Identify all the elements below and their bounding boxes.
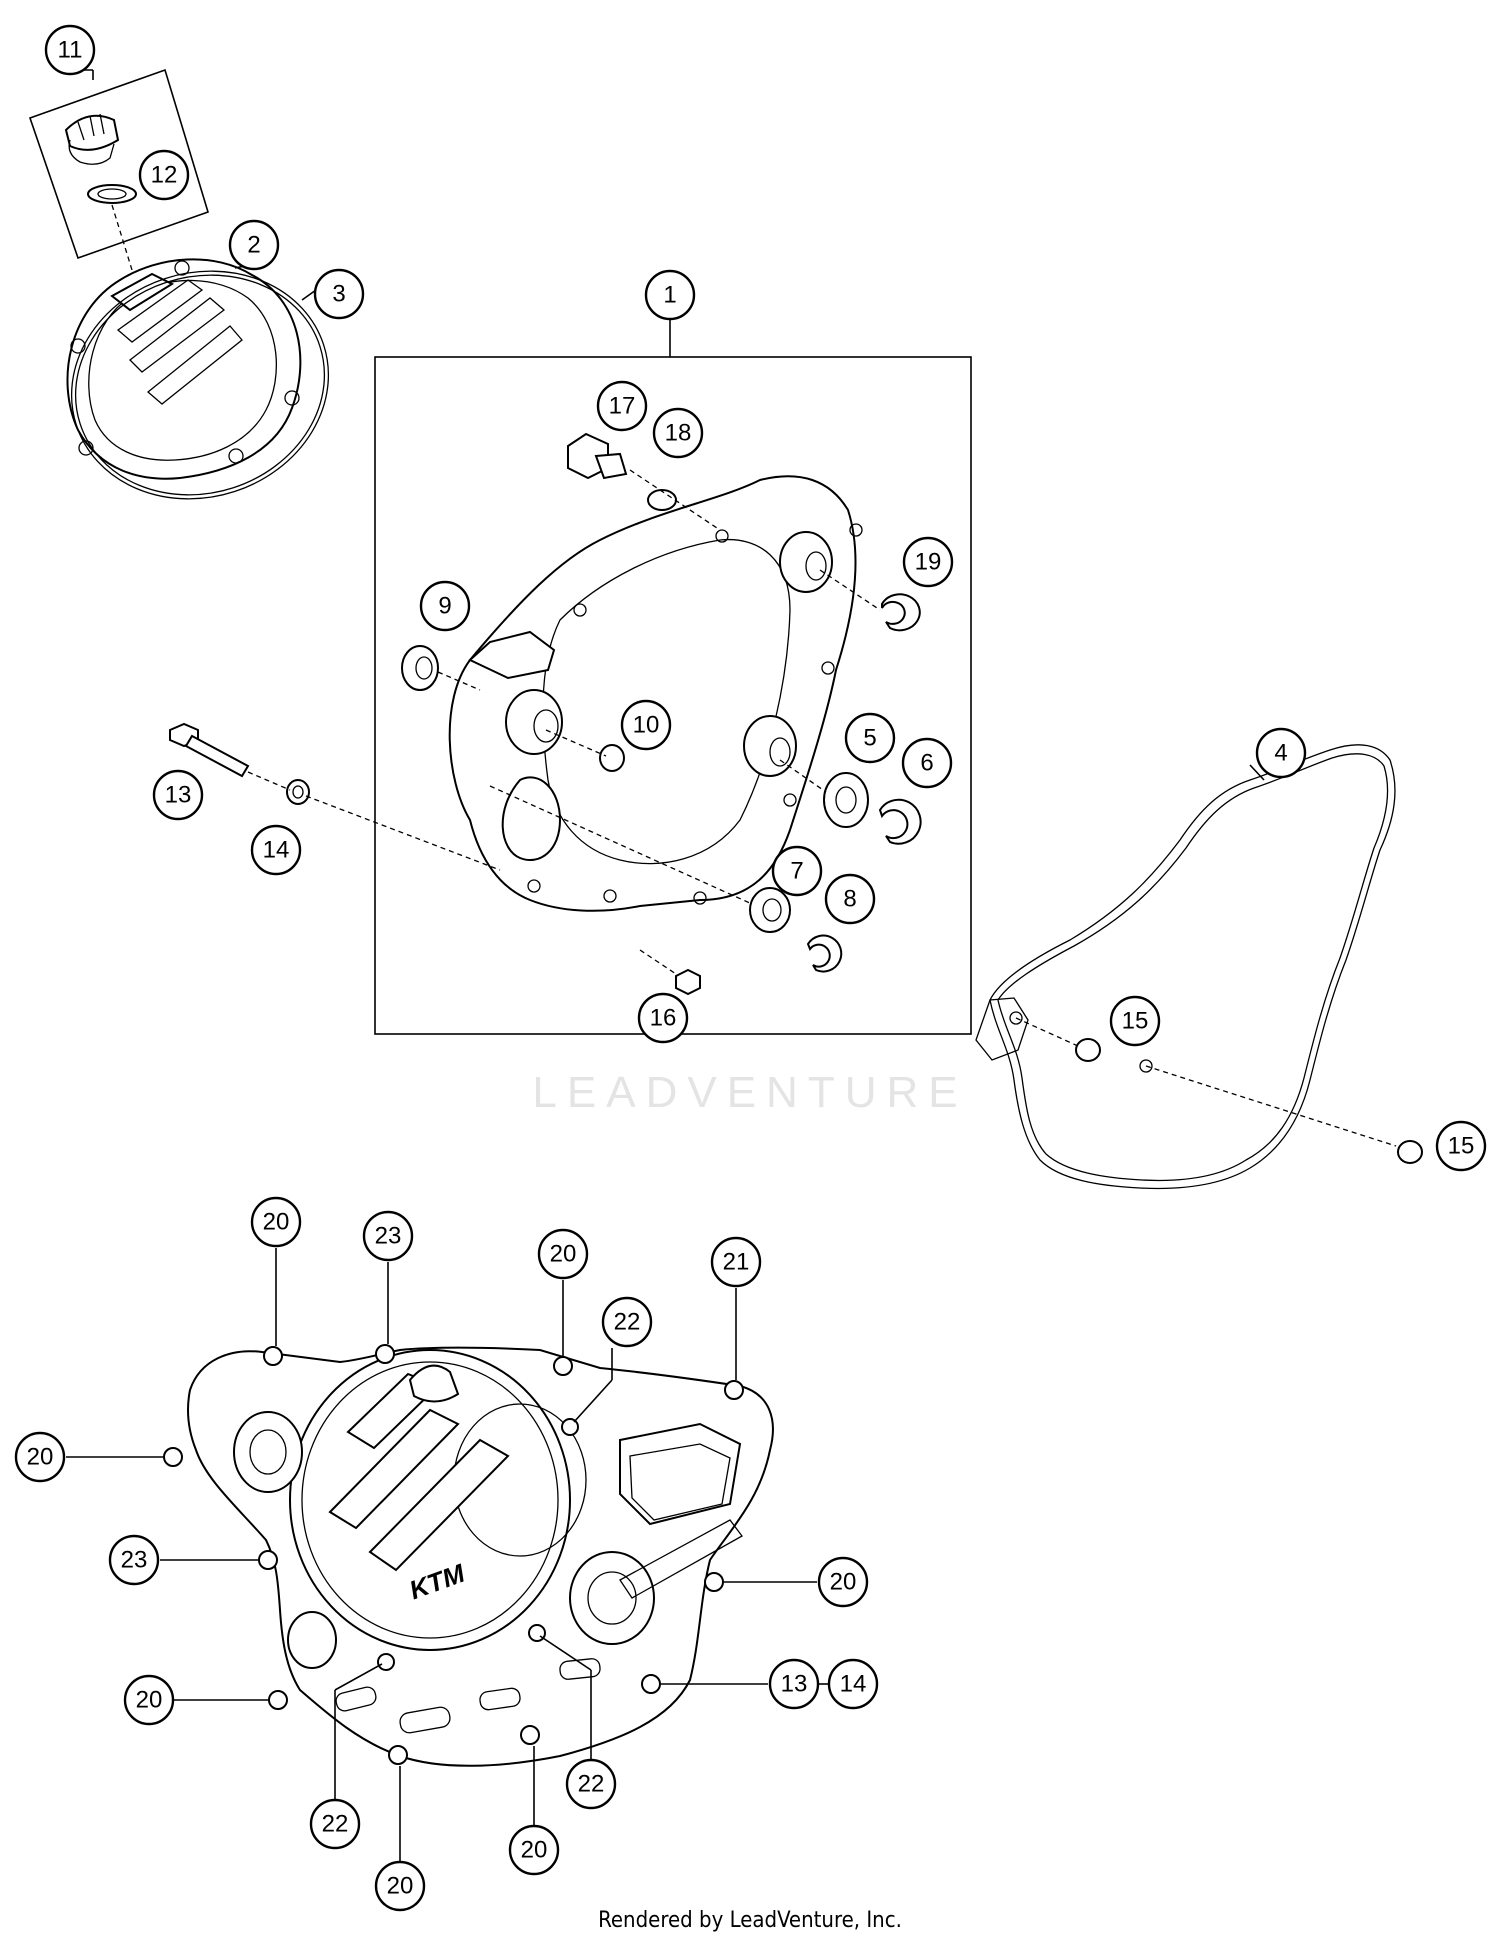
callout-3: 3 [313, 268, 365, 320]
cover-gasket-ring [70, 270, 330, 500]
callout-22-a: 22 [601, 1296, 653, 1348]
callout-16: 16 [637, 992, 689, 1044]
callout-20-a: 20 [250, 1196, 302, 1248]
callout-11: 11 [44, 24, 96, 76]
svg-text:20: 20 [387, 1873, 414, 1900]
callout-13-lower: 13 [768, 1658, 820, 1710]
callout-15-left: 15 [1109, 995, 1161, 1047]
inner-housing-part [448, 475, 863, 912]
circlip-19 [881, 593, 921, 632]
svg-text:6: 6 [920, 750, 933, 777]
callout-20-d: 20 [817, 1556, 869, 1608]
callout-20-g: 20 [374, 1860, 426, 1912]
callout-2: 2 [228, 219, 280, 271]
svg-text:2: 2 [247, 232, 260, 259]
watermark: LEADVENTURE [532, 1068, 968, 1117]
callout-20-b: 20 [537, 1228, 589, 1280]
callout-7: 7 [771, 845, 823, 897]
svg-text:10: 10 [633, 712, 660, 739]
assembled-cover-part: KTM [187, 1346, 774, 1767]
clutch-cover-part [66, 258, 302, 480]
bearing-5 [779, 759, 869, 828]
circlip-6 [878, 798, 922, 845]
svg-text:20: 20 [550, 1241, 577, 1268]
callout-12: 12 [138, 149, 190, 201]
screw-plug-part [567, 432, 721, 531]
svg-text:3: 3 [332, 281, 345, 308]
svg-text:9: 9 [438, 593, 451, 620]
svg-text:17: 17 [609, 393, 636, 420]
callout-14-lower: 14 [827, 1658, 879, 1710]
svg-text:16: 16 [650, 1005, 677, 1032]
svg-text:13: 13 [165, 782, 192, 809]
dowel-10 [545, 729, 625, 772]
svg-text:20: 20 [830, 1569, 857, 1596]
callout-17: 17 [596, 380, 648, 432]
svg-text:22: 22 [578, 1771, 605, 1798]
svg-text:15: 15 [1122, 1008, 1149, 1035]
svg-text:18: 18 [665, 420, 692, 447]
svg-text:4: 4 [1274, 740, 1287, 767]
callout-18: 18 [652, 407, 704, 459]
svg-text:20: 20 [263, 1209, 290, 1236]
leader-lines [66, 264, 1265, 1862]
callout-20-c: 20 [14, 1431, 66, 1483]
svg-text:15: 15 [1448, 1133, 1475, 1160]
svg-text:11: 11 [58, 37, 83, 64]
svg-text:8: 8 [843, 886, 856, 913]
callout-5: 5 [844, 712, 896, 764]
svg-text:12: 12 [151, 162, 178, 189]
shaft-seal-9 [401, 645, 481, 691]
svg-text:14: 14 [263, 837, 290, 864]
callout-8: 8 [824, 873, 876, 925]
callout-20-e: 20 [123, 1674, 175, 1726]
callout-19: 19 [902, 536, 954, 588]
svg-text:20: 20 [136, 1687, 163, 1714]
svg-text:22: 22 [322, 1811, 349, 1838]
callout-6: 6 [901, 737, 953, 789]
cover-bolts [163, 1344, 744, 1765]
shaft-seal-7 [489, 785, 791, 933]
svg-text:21: 21 [723, 1249, 750, 1276]
callout-10: 10 [620, 699, 672, 751]
callout-23-a: 23 [362, 1210, 414, 1262]
svg-text:7: 7 [790, 858, 803, 885]
svg-text:1: 1 [663, 282, 676, 309]
callout-14-upper: 14 [250, 824, 302, 876]
housing-gasket-4 [975, 744, 1423, 1190]
callout-22-c: 22 [309, 1798, 361, 1850]
callout-23-b: 23 [108, 1534, 160, 1586]
callout-22-b: 22 [565, 1758, 617, 1810]
svg-text:22: 22 [614, 1309, 641, 1336]
svg-text:5: 5 [863, 725, 876, 752]
plug-16 [639, 949, 701, 996]
callout-21: 21 [710, 1236, 762, 1288]
svg-text:20: 20 [27, 1444, 54, 1471]
svg-text:14: 14 [840, 1671, 867, 1698]
svg-text:23: 23 [375, 1223, 402, 1250]
svg-text:13: 13 [781, 1671, 808, 1698]
callout-9: 9 [419, 580, 471, 632]
svg-text:23: 23 [121, 1547, 148, 1574]
callout-1: 1 [644, 269, 696, 321]
render-credit: Rendered by LeadVenture, Inc. [598, 1908, 902, 1933]
callout-20-f: 20 [508, 1824, 560, 1876]
svg-text:19: 19 [915, 549, 942, 576]
callout-15-right: 15 [1435, 1120, 1487, 1172]
svg-text:20: 20 [521, 1837, 548, 1864]
callout-13-upper: 13 [152, 769, 204, 821]
circlip-8 [806, 934, 843, 973]
oil-plug-group [28, 68, 209, 271]
bolt-13 [169, 722, 501, 871]
callout-4: 4 [1255, 727, 1307, 779]
